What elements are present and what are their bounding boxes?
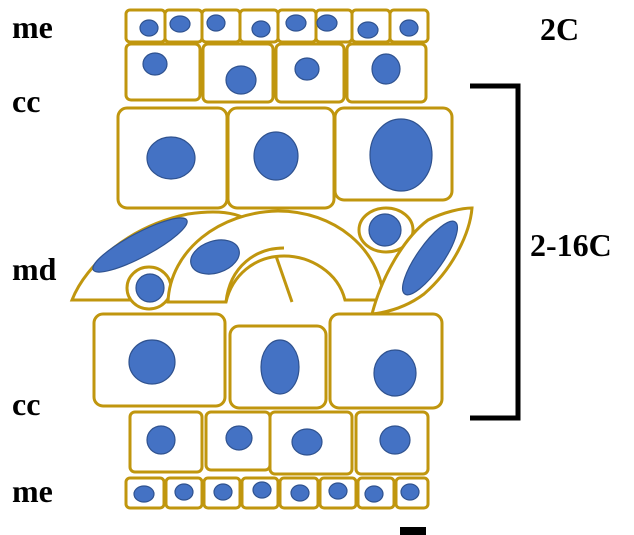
- md-cell-arch: [166, 209, 386, 304]
- me-top-row: [124, 8, 430, 44]
- cc-top-large-row: [116, 106, 454, 210]
- cc-bottom-small-row: [128, 410, 430, 476]
- nucleus: [379, 425, 411, 455]
- label-ploidy-2c: 2C: [540, 11, 579, 47]
- nucleus: [364, 485, 384, 503]
- nucleus: [133, 485, 155, 503]
- label-cc-bottom: cc: [12, 386, 40, 422]
- nucleus: [225, 65, 257, 95]
- nucleus: [291, 428, 323, 456]
- nucleus: [369, 118, 433, 192]
- scale-bar: [400, 527, 426, 535]
- nucleus: [399, 19, 419, 37]
- nucleus: [251, 20, 271, 38]
- label-ploidy-range: 2-16C: [530, 227, 612, 263]
- nucleus: [190, 239, 240, 275]
- md-arch-inner: [224, 246, 285, 303]
- nucleus: [169, 15, 191, 33]
- md-arch-divider: [274, 255, 294, 303]
- nucleus: [206, 14, 226, 32]
- nucleus: [252, 481, 272, 499]
- nucleus: [139, 19, 159, 37]
- me-bottom-row: [124, 476, 430, 510]
- label-md: md: [12, 251, 57, 287]
- nucleus: [142, 52, 168, 76]
- cc-bottom-large-row: [92, 312, 444, 410]
- nucleus: [328, 482, 348, 500]
- label-cc-top: cc: [12, 83, 40, 119]
- md-row: [69, 206, 474, 316]
- nucleus: [294, 57, 320, 81]
- nucleus: [225, 425, 253, 451]
- nucleus: [316, 14, 338, 32]
- label-me-top: me: [12, 9, 53, 45]
- nucleus: [213, 483, 233, 501]
- nucleus: [368, 213, 402, 247]
- nucleus: [373, 349, 417, 397]
- nucleus: [174, 483, 194, 501]
- nucleus: [135, 273, 165, 303]
- nucleus: [260, 339, 300, 395]
- nucleus: [253, 131, 299, 181]
- ploidy-bracket: [470, 83, 521, 421]
- cc-top-small-row: [124, 42, 428, 104]
- nucleus: [92, 217, 188, 273]
- nucleus: [128, 339, 176, 385]
- nucleus: [146, 136, 196, 180]
- nucleus: [402, 220, 458, 296]
- nucleus: [285, 14, 307, 32]
- nucleus: [146, 425, 176, 455]
- nucleus: [357, 21, 379, 39]
- label-me-bottom: me: [12, 473, 53, 509]
- nucleus: [290, 484, 310, 502]
- nucleus: [400, 483, 420, 501]
- nucleus: [371, 53, 401, 85]
